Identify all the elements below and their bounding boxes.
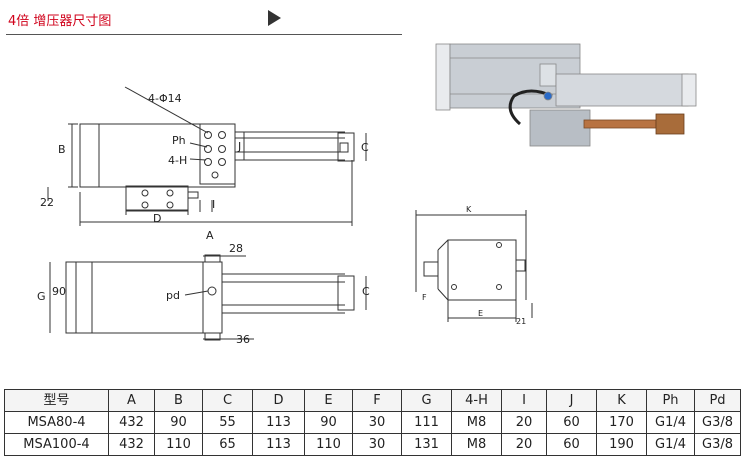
label-k: K [466, 205, 472, 214]
table-cell: G1/4 [646, 433, 695, 456]
label-d: D [153, 212, 162, 225]
table-cell: MSA80-4 [4, 411, 109, 434]
bottom-view-body [65, 261, 223, 334]
table-cell: 20 [501, 411, 547, 434]
label-ph: Ph [172, 134, 186, 147]
header-cell: A [108, 389, 155, 412]
label-36: 36 [236, 333, 250, 346]
header-cell: 型号 [4, 389, 109, 412]
table-cell: M8 [451, 411, 502, 434]
label-f: F [422, 293, 427, 302]
header-cell: I [501, 389, 547, 412]
table-cell: 432 [108, 433, 155, 456]
table-row: MSA100-4 432 110 65 113 110 30 131 M8 20… [4, 433, 741, 456]
side-view-body [447, 239, 517, 301]
header-cell: J [546, 389, 597, 412]
header-cell: F [352, 389, 402, 412]
table-cell: G3/8 [694, 433, 741, 456]
table-cell: 111 [401, 411, 452, 434]
table-cell: 113 [252, 411, 305, 434]
play-icon[interactable] [268, 10, 281, 26]
header-cell: E [304, 389, 353, 412]
label-a: A [206, 229, 214, 242]
table-cell: 131 [401, 433, 452, 456]
table-cell: 65 [202, 433, 253, 456]
table-row: MSA80-4 432 90 55 113 90 30 111 M8 20 60… [4, 411, 741, 434]
table-cell: 20 [501, 433, 547, 456]
table-cell: 110 [304, 433, 353, 456]
header-cell: Pd [694, 389, 741, 412]
dimension-drawing [47, 43, 697, 341]
label-90: 90 [52, 285, 66, 298]
header-cell: G [401, 389, 452, 412]
table-cell: 170 [596, 411, 647, 434]
label-e: E [478, 309, 484, 318]
spec-table: 型号 A B C D E F G 4-H I J K Ph Pd MSA80-4… [4, 389, 741, 456]
table-cell: 90 [304, 411, 353, 434]
label-j: J [238, 140, 242, 153]
table-header-row: 型号 A B C D E F G 4-H I J K Ph Pd [4, 389, 741, 412]
table-cell: MSA100-4 [4, 433, 109, 456]
label-holes: 4-Φ14 [148, 92, 182, 105]
header-cell: Ph [646, 389, 695, 412]
label-pd: pd [166, 289, 180, 302]
label-g: G [37, 290, 46, 303]
label-4h: 4-H [168, 154, 188, 167]
header-cell: 4-H [451, 389, 502, 412]
table-cell: 60 [546, 411, 597, 434]
table-cell: 55 [202, 411, 253, 434]
header-cell: C [202, 389, 253, 412]
table-cell: 60 [546, 433, 597, 456]
header-cell: K [596, 389, 647, 412]
table-cell: 30 [352, 433, 402, 456]
label-i: I [212, 198, 216, 211]
label-21: 21 [516, 317, 527, 326]
table-cell: 90 [154, 411, 203, 434]
table-cell: G3/8 [694, 411, 741, 434]
label-b: B [58, 143, 66, 156]
table-cell: 432 [108, 411, 155, 434]
title-divider [6, 34, 402, 35]
label-28: 28 [229, 242, 243, 255]
header-cell: B [154, 389, 203, 412]
top-view-body [79, 123, 236, 188]
page-title: 4倍 增压器尺寸图 [8, 14, 112, 29]
table-cell: 110 [154, 433, 203, 456]
label-c-top: C [361, 141, 369, 154]
label-c-bottom: C [362, 285, 370, 298]
table-cell: 190 [596, 433, 647, 456]
table-cell: 113 [252, 433, 305, 456]
table-cell: M8 [451, 433, 502, 456]
table-cell: G1/4 [646, 411, 695, 434]
header-cell: D [252, 389, 305, 412]
label-22: 22 [40, 196, 54, 209]
product-photo [435, 43, 697, 147]
table-cell: 30 [352, 411, 402, 434]
